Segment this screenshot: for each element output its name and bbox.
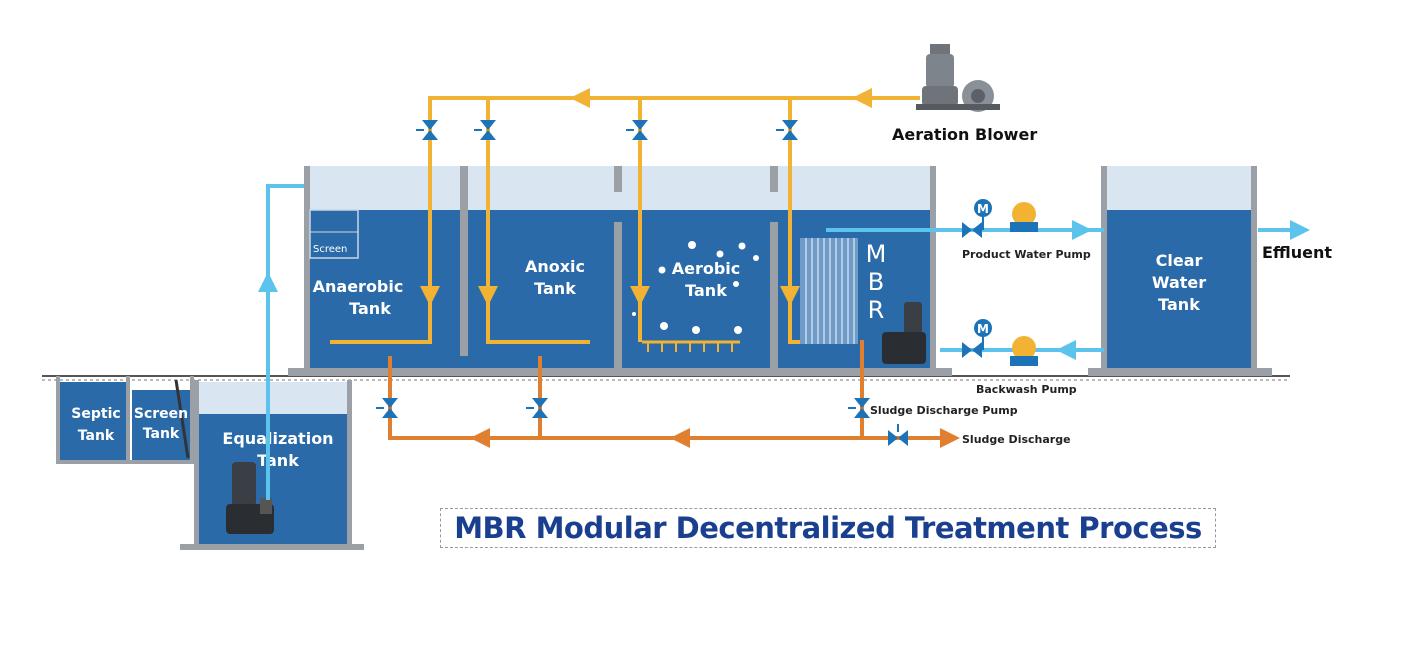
aeration-blower-label: Aeration Blower bbox=[892, 125, 1037, 144]
effluent-label: Effluent bbox=[1262, 243, 1332, 262]
aeration-bubble-icon bbox=[632, 241, 759, 334]
mbr-label: M bbox=[866, 240, 887, 268]
meter-icon: M M bbox=[974, 199, 992, 350]
screen-label: Screen bbox=[313, 244, 347, 255]
svg-text:Tank: Tank bbox=[534, 279, 576, 298]
svg-text:Water: Water bbox=[1152, 273, 1206, 292]
sludge-discharge-pump-label: Sludge Discharge Pump bbox=[870, 404, 1018, 417]
svg-text:B: B bbox=[868, 268, 884, 296]
aerobic-tank-label: Aerobic bbox=[672, 259, 741, 278]
air-pipes bbox=[330, 96, 920, 344]
svg-text:Tank: Tank bbox=[349, 299, 391, 318]
septic-tank-label: Septic bbox=[71, 406, 120, 422]
septic-tank: Septic Tank bbox=[56, 376, 196, 464]
screen-tank: Screen Tank bbox=[132, 376, 194, 462]
submersible-pump-icon bbox=[882, 302, 926, 364]
anaerobic-tank-label: Anaerobic bbox=[313, 277, 404, 296]
valve-icon bbox=[376, 398, 908, 446]
sludge-discharge-label: Sludge Discharge bbox=[962, 433, 1071, 446]
sludge-pipes bbox=[388, 340, 948, 440]
screen-tank-label: Screen bbox=[134, 406, 188, 422]
valve-icon bbox=[416, 120, 798, 140]
screen-box: Screen bbox=[309, 209, 359, 259]
submersible-pump-icon bbox=[226, 462, 274, 534]
clear-water-tank-label: Clear bbox=[1156, 251, 1203, 270]
blower-icon bbox=[916, 44, 1000, 112]
valve-icon bbox=[962, 222, 982, 358]
backwash-pump-label: Backwash Pump bbox=[976, 383, 1077, 396]
svg-text:R: R bbox=[868, 296, 885, 324]
membrane-module-icon bbox=[800, 238, 858, 344]
product-water-pump-label: Product Water Pump bbox=[962, 248, 1091, 261]
diffuser-icon bbox=[642, 340, 740, 352]
svg-text:M: M bbox=[977, 202, 989, 216]
equalization-tank: Equalization Tank bbox=[180, 380, 364, 550]
svg-text:Tank: Tank bbox=[1158, 295, 1200, 314]
svg-text:Tank: Tank bbox=[257, 451, 299, 470]
equalization-tank-label: Equalization bbox=[222, 429, 333, 448]
clear-water-tank: Clear Water Tank bbox=[1088, 166, 1272, 376]
anoxic-tank-label: Anoxic bbox=[525, 257, 585, 276]
svg-text:Tank: Tank bbox=[685, 281, 727, 300]
pump-icon bbox=[1010, 202, 1038, 366]
svg-text:M: M bbox=[977, 322, 989, 336]
diagram-title: MBR Modular Decentralized Treatment Proc… bbox=[440, 508, 1216, 548]
svg-text:Tank: Tank bbox=[143, 426, 180, 442]
svg-text:Tank: Tank bbox=[78, 428, 115, 444]
